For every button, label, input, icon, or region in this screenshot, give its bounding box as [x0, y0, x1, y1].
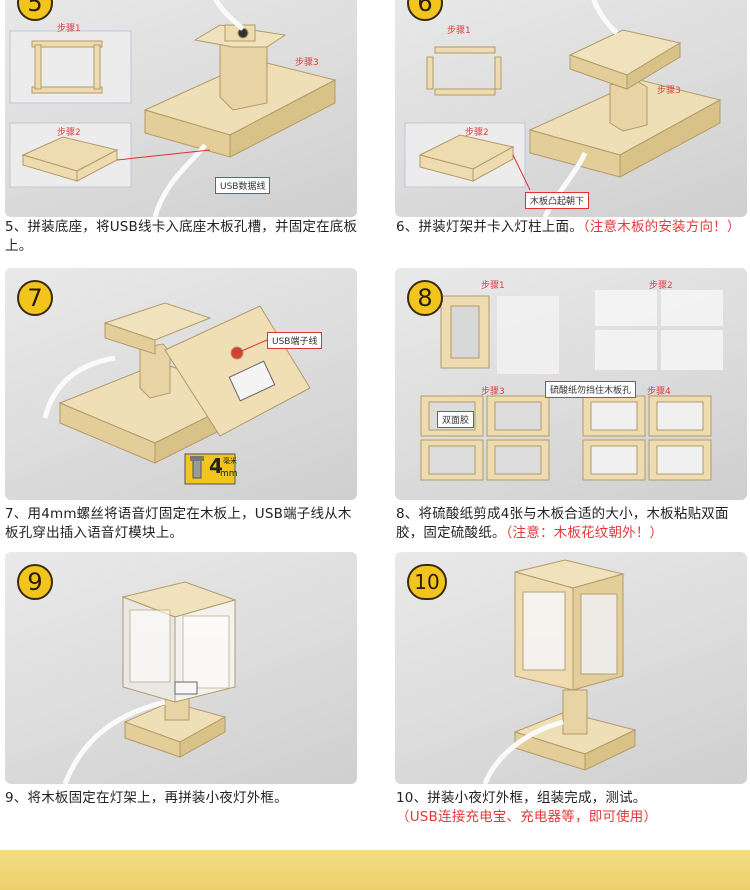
footer-band	[0, 850, 750, 890]
step9-caption: 9、将木板固定在灯架上，再拼装小夜灯外框。	[5, 789, 360, 808]
step8-tape-tag: 双面胶	[437, 411, 475, 428]
step6-caption: 6、拼装灯架并卡入灯柱上面。（注意木板的安装方向！）	[396, 218, 750, 237]
step10-caption: 10、拼装小夜灯外框，组装完成，测试。 （USB连接充电宝、充电器等，即可使用）	[396, 789, 750, 827]
step6-label-step3: 步骤3	[657, 86, 681, 96]
step5-usb-cable-tag: USB数据线	[215, 177, 271, 194]
step5-caption-text: 5、拼装底座，将USB线卡入底座木板孔槽，并固定在底板上。	[5, 219, 358, 254]
step9-illustration	[62, 581, 237, 784]
step6-badge: 6	[407, 0, 443, 21]
step10-caption-text: 10、拼装小夜灯外框，组装完成，测试。	[396, 790, 647, 806]
step7-caption: 7、用4mm螺丝将语音灯固定在木板上，USB端子线从木板孔穿出插入语音灯模块上。	[5, 505, 360, 543]
step8-photo: 8 步骤1 步骤2 步骤3 步骤4 硫酸纸勿挡住木板孔 双面胶	[395, 268, 747, 500]
step7-usb-terminal-tag: USB端子线	[267, 332, 323, 349]
step6-caption-text: 6、拼装灯架并卡入灯柱上面。	[396, 219, 583, 235]
step7-caption-text: 7、用4mm螺丝将语音灯固定在木板上，USB端子线从木板孔穿出插入语音灯模块上。	[5, 506, 352, 541]
step8-caption-text: 8、将硫酸纸剪成4张与木板合适的大小，木板粘贴双面胶，固定硫酸纸。	[396, 506, 729, 541]
step6-photo: 步骤1 步骤2 步骤3 木板凸起朝下	[395, 0, 747, 217]
step6-label-step1: 步骤1	[447, 26, 471, 36]
step7-screw-unit: mm	[220, 469, 238, 479]
step7-screw-size: 4	[209, 454, 223, 478]
step6-illustration	[404, 0, 722, 217]
step7-photo: 7 USB端子线 4 毫米 mm	[5, 268, 357, 500]
step8-badge: 8	[407, 280, 443, 316]
step8-label-step4: 步骤4	[647, 387, 671, 397]
step8-label-step1: 步骤1	[481, 281, 505, 291]
step5-label-step3: 步骤3	[295, 58, 319, 68]
step7-illustration	[42, 302, 311, 485]
step10-caption-note: （USB连接充电宝、充电器等，即可使用）	[396, 809, 658, 825]
step10-illustration	[482, 559, 637, 784]
step8-label-step2: 步骤2	[649, 281, 673, 291]
step9-badge: 9	[17, 564, 53, 600]
step9-caption-text: 9、将木板固定在灯架上，再拼装小夜灯外框。	[5, 790, 288, 806]
step8-label-step3: 步骤3	[481, 387, 505, 397]
step10-photo: 10	[395, 552, 747, 784]
step5-caption: 5、拼装底座，将USB线卡入底座木板孔槽，并固定在底板上。	[5, 218, 360, 256]
step10-badge: 10	[407, 564, 447, 600]
step8-caption: 8、将硫酸纸剪成4张与木板合适的大小，木板粘贴双面胶，固定硫酸纸。（注意：木板花…	[396, 505, 750, 543]
step5-photo: 步骤1 步骤2 步骤3 USB数据线	[5, 0, 357, 217]
step8-caption-note: （注意：木板花纹朝外！）	[505, 525, 664, 541]
step6-board-tag: 木板凸起朝下	[525, 192, 590, 209]
step6-caption-note: （注意木板的安装方向！）	[582, 219, 741, 235]
step5-illustration	[9, 0, 337, 217]
step8-paper-tag: 硫酸纸勿挡住木板孔	[545, 381, 637, 398]
step5-label-step2: 步骤2	[57, 128, 81, 138]
step9-photo: 9	[5, 552, 357, 784]
step6-label-step2: 步骤2	[465, 128, 489, 138]
step5-label-step1: 步骤1	[57, 24, 81, 34]
step7-badge: 7	[17, 280, 53, 316]
step7-screw-unit-top: 毫米	[223, 457, 237, 465]
